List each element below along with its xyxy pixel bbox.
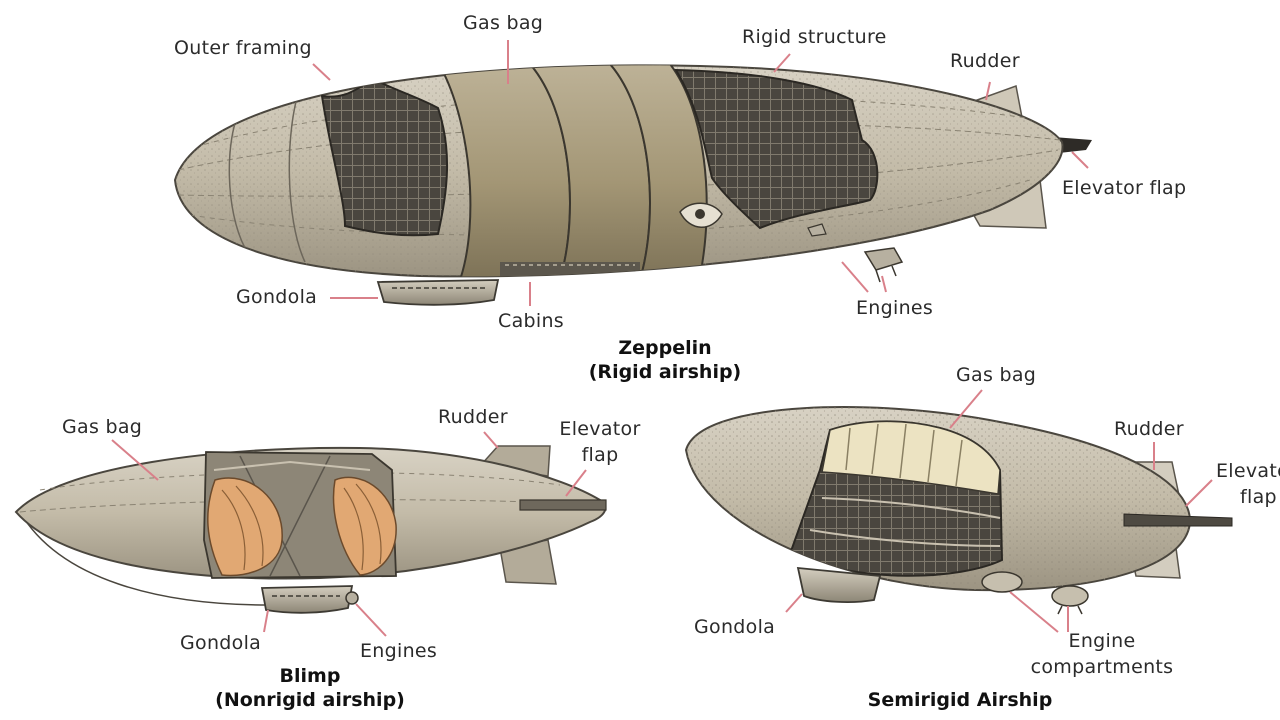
label-engine-compartments-line-1: Engine bbox=[1068, 630, 1136, 652]
semirigid-caption: Semirigid Airship bbox=[820, 688, 1100, 712]
blimp-gondola bbox=[260, 585, 354, 614]
zeppelin-gondola bbox=[376, 279, 500, 306]
zeppelin-rigid-lattice bbox=[674, 68, 879, 230]
label-outer-framing: Outer framing bbox=[174, 37, 312, 59]
blimp-airship bbox=[14, 445, 607, 614]
zeppelin-leader-lines bbox=[312, 40, 1089, 306]
semirigid-elevator-flap bbox=[1123, 513, 1233, 527]
label-rudder: Rudder bbox=[950, 50, 1020, 72]
label-elevator-flap-line-2: flap bbox=[1240, 486, 1277, 508]
semirigid-engine-compartments bbox=[981, 571, 1089, 615]
zeppelin-cabins bbox=[500, 262, 640, 276]
label-cabins: Cabins bbox=[498, 310, 564, 332]
blimp-caption: Blimp (Nonrigid airship) bbox=[160, 664, 460, 712]
label-engine-compartments: Engine compartments bbox=[1020, 628, 1184, 680]
label-gondola: Gondola bbox=[694, 616, 776, 638]
blimp-elevator-flap bbox=[519, 499, 607, 511]
semirigid-gondola bbox=[796, 566, 882, 603]
blimp-ballonets bbox=[207, 476, 397, 577]
blimp-leader-lines bbox=[111, 431, 587, 637]
zeppelin-subtitle: (Rigid airship) bbox=[588, 361, 742, 383]
label-elevator-flap: Elevator flap bbox=[548, 416, 652, 468]
zeppelin-caption: Zeppelin (Rigid airship) bbox=[540, 336, 790, 384]
semirigid-title: Semirigid Airship bbox=[867, 689, 1053, 711]
label-gondola: Gondola bbox=[180, 632, 262, 654]
label-elevator-flap: Elevator flap bbox=[1216, 458, 1280, 510]
label-gas-bag: Gas bag bbox=[463, 12, 544, 34]
label-gondola: Gondola bbox=[236, 286, 318, 308]
label-engines: Engines bbox=[856, 297, 934, 319]
label-gas-bag: Gas bag bbox=[956, 364, 1037, 386]
label-engine-compartments-line-2: compartments bbox=[1030, 656, 1174, 678]
label-gas-bag: Gas bag bbox=[62, 416, 143, 438]
label-elevator-flap: Elevator flap bbox=[1062, 177, 1187, 199]
zeppelin-title: Zeppelin bbox=[618, 337, 712, 359]
label-rudder: Rudder bbox=[1114, 418, 1184, 440]
label-rigid-structure: Rigid structure bbox=[742, 26, 887, 48]
semirigid-leader-lines bbox=[785, 389, 1213, 633]
blimp-subtitle: (Nonrigid airship) bbox=[215, 689, 405, 711]
zeppelin-engines bbox=[807, 223, 904, 283]
label-engines: Engines bbox=[360, 640, 438, 662]
label-rudder: Rudder bbox=[438, 406, 508, 428]
zeppelin-airship bbox=[173, 64, 1092, 306]
label-elevator-flap-line-1: Elevator bbox=[559, 418, 641, 440]
blimp-title: Blimp bbox=[279, 665, 341, 687]
label-elevator-flap-line-2: flap bbox=[581, 444, 619, 466]
blimp-engine bbox=[345, 591, 359, 605]
label-elevator-flap-line-1: Elevator bbox=[1216, 460, 1280, 482]
